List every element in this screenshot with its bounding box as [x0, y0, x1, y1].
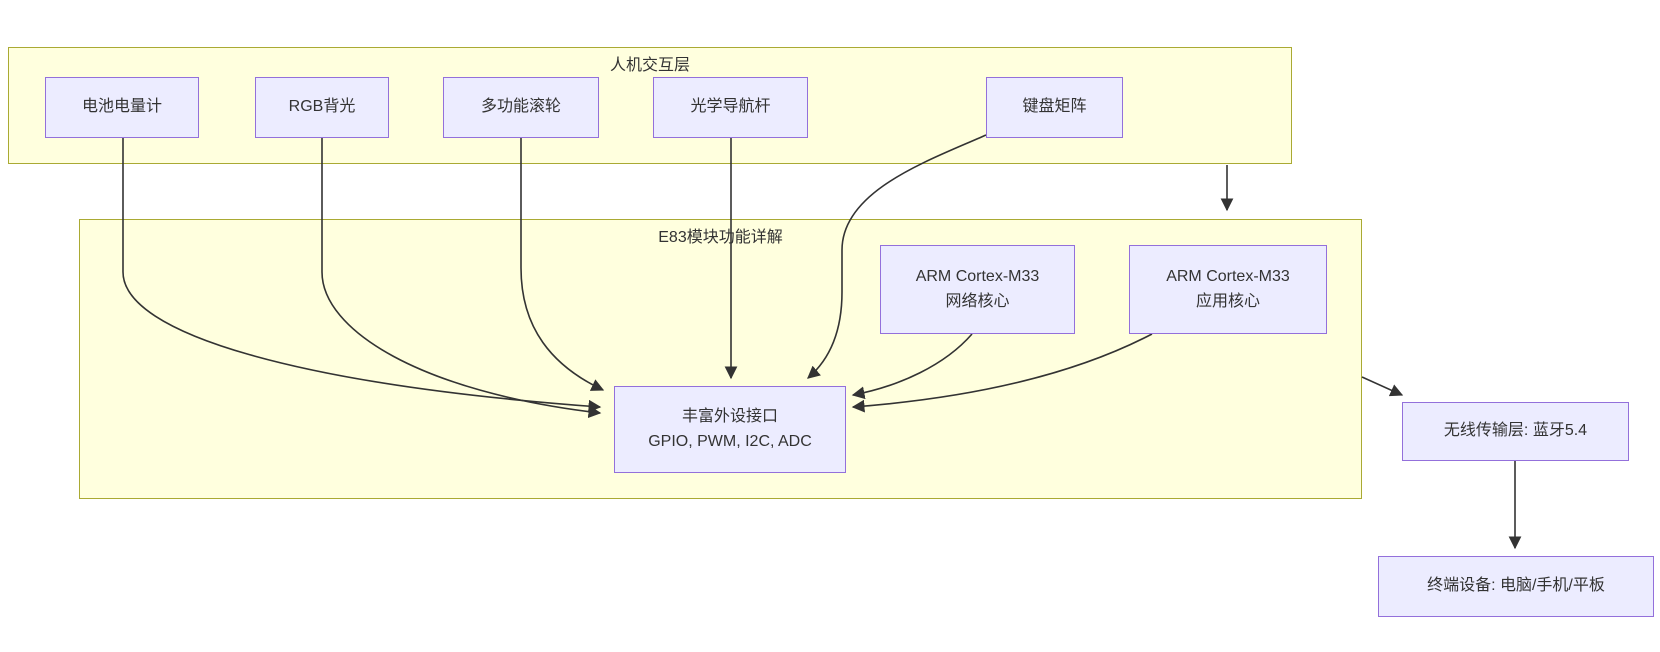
node-application-core-line1: ARM Cortex-M33 [1166, 267, 1290, 285]
node-optical-nav-stick-label: 光学导航杆 [690, 98, 771, 116]
node-wireless-layer: 无线传输层: 蓝牙5.4 [1402, 402, 1629, 461]
node-terminal-devices: 终端设备: 电脑/手机/平板 [1378, 556, 1654, 617]
node-optical-nav-stick: 光学导航杆 [653, 77, 808, 138]
group-e83-module-title: E83模块功能详解 [658, 229, 783, 246]
node-rgb-backlight: RGB背光 [255, 77, 389, 138]
edge-e83-to-wireless [1361, 376, 1404, 397]
node-wireless-layer-label: 无线传输层: 蓝牙5.4 [1443, 422, 1588, 440]
node-network-core-line2: 网络核心 [945, 292, 1010, 310]
node-peripheral-interfaces-line1: 丰富外设接口 [681, 407, 778, 425]
node-keyboard-matrix: 键盘矩阵 [986, 77, 1123, 138]
node-network-core-line1: ARM Cortex-M33 [915, 267, 1040, 285]
group-hmi-layer-title: 人机交互层 [609, 57, 690, 74]
node-application-core-line2: 应用核心 [1195, 292, 1260, 310]
node-battery-gauge-label: 电池电量计 [81, 98, 162, 116]
node-rgb-backlight-label: RGB背光 [288, 98, 356, 116]
node-terminal-devices-label: 终端设备: 电脑/手机/平板 [1427, 577, 1605, 595]
node-multifunction-wheel: 多功能滚轮 [443, 77, 599, 138]
node-peripheral-interfaces: 丰富外设接口 GPIO, PWM, I2C, ADC [614, 386, 846, 473]
node-multifunction-wheel-label: 多功能滚轮 [480, 98, 561, 116]
node-battery-gauge: 电池电量计 [45, 77, 199, 138]
node-application-core: ARM Cortex-M33 应用核心 [1129, 245, 1327, 334]
node-keyboard-matrix-label: 键盘矩阵 [1022, 98, 1087, 116]
node-peripheral-interfaces-line2: GPIO, PWM, I2C, ADC [648, 432, 812, 450]
node-network-core: ARM Cortex-M33 网络核心 [880, 245, 1075, 334]
